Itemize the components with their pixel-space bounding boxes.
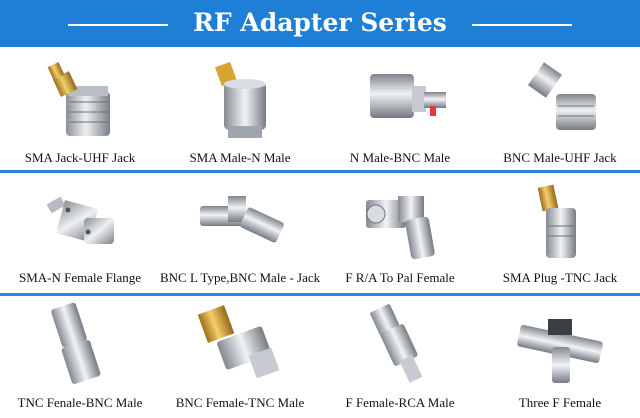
row-divider <box>0 293 640 296</box>
product-label: SMA Male-N Male <box>189 150 291 165</box>
banner-rule-right <box>472 24 572 26</box>
product-label: BNC Female-TNC Male <box>175 395 305 410</box>
row-divider <box>0 170 640 173</box>
banner-rule-left <box>68 24 168 26</box>
product-label: SMA Plug -TNC Jack <box>502 270 618 285</box>
product-label: BNC Male-UHF Jack <box>503 150 617 165</box>
product-label: SMA Jack-UHF Jack <box>24 150 136 165</box>
sma-plug-tnc-jack-adapter-photo <box>537 184 576 258</box>
bnc-female-tnc-male-adapter-photo <box>197 305 280 379</box>
product-label: TNC Fenale-BNC Male <box>17 395 143 410</box>
bnc-male-uhf-jack-adapter-photo <box>527 62 596 130</box>
product-label: BNC L Type,BNC Male - Jack <box>160 270 321 285</box>
f-right-angle-pal-female-adapter-photo <box>366 196 435 260</box>
page-title: RF Adapter Series <box>193 8 447 37</box>
f-female-rca-male-adapter-photo <box>370 304 423 383</box>
product-label: F R/A To Pal Female <box>345 270 455 285</box>
three-f-female-tee-adapter-photo <box>517 319 603 383</box>
product-label: F Female-RCA Male <box>345 395 455 410</box>
sma-n-female-flange-adapter-photo <box>46 196 114 244</box>
header-banner: RF Adapter Series <box>0 0 640 47</box>
product-label: Three F Female <box>518 395 602 410</box>
tnc-female-bnc-male-adapter-photo <box>51 302 101 384</box>
bnc-l-type-adapter-photo <box>200 196 284 243</box>
product-label: N Male-BNC Male <box>349 150 451 165</box>
n-male-bnc-male-adapter-photo <box>370 74 446 118</box>
product-label: SMA-N Female Flange <box>18 270 142 285</box>
sma-male-n-male-adapter-photo <box>215 61 266 138</box>
sma-jack-uhf-jack-adapter-photo <box>47 62 110 136</box>
